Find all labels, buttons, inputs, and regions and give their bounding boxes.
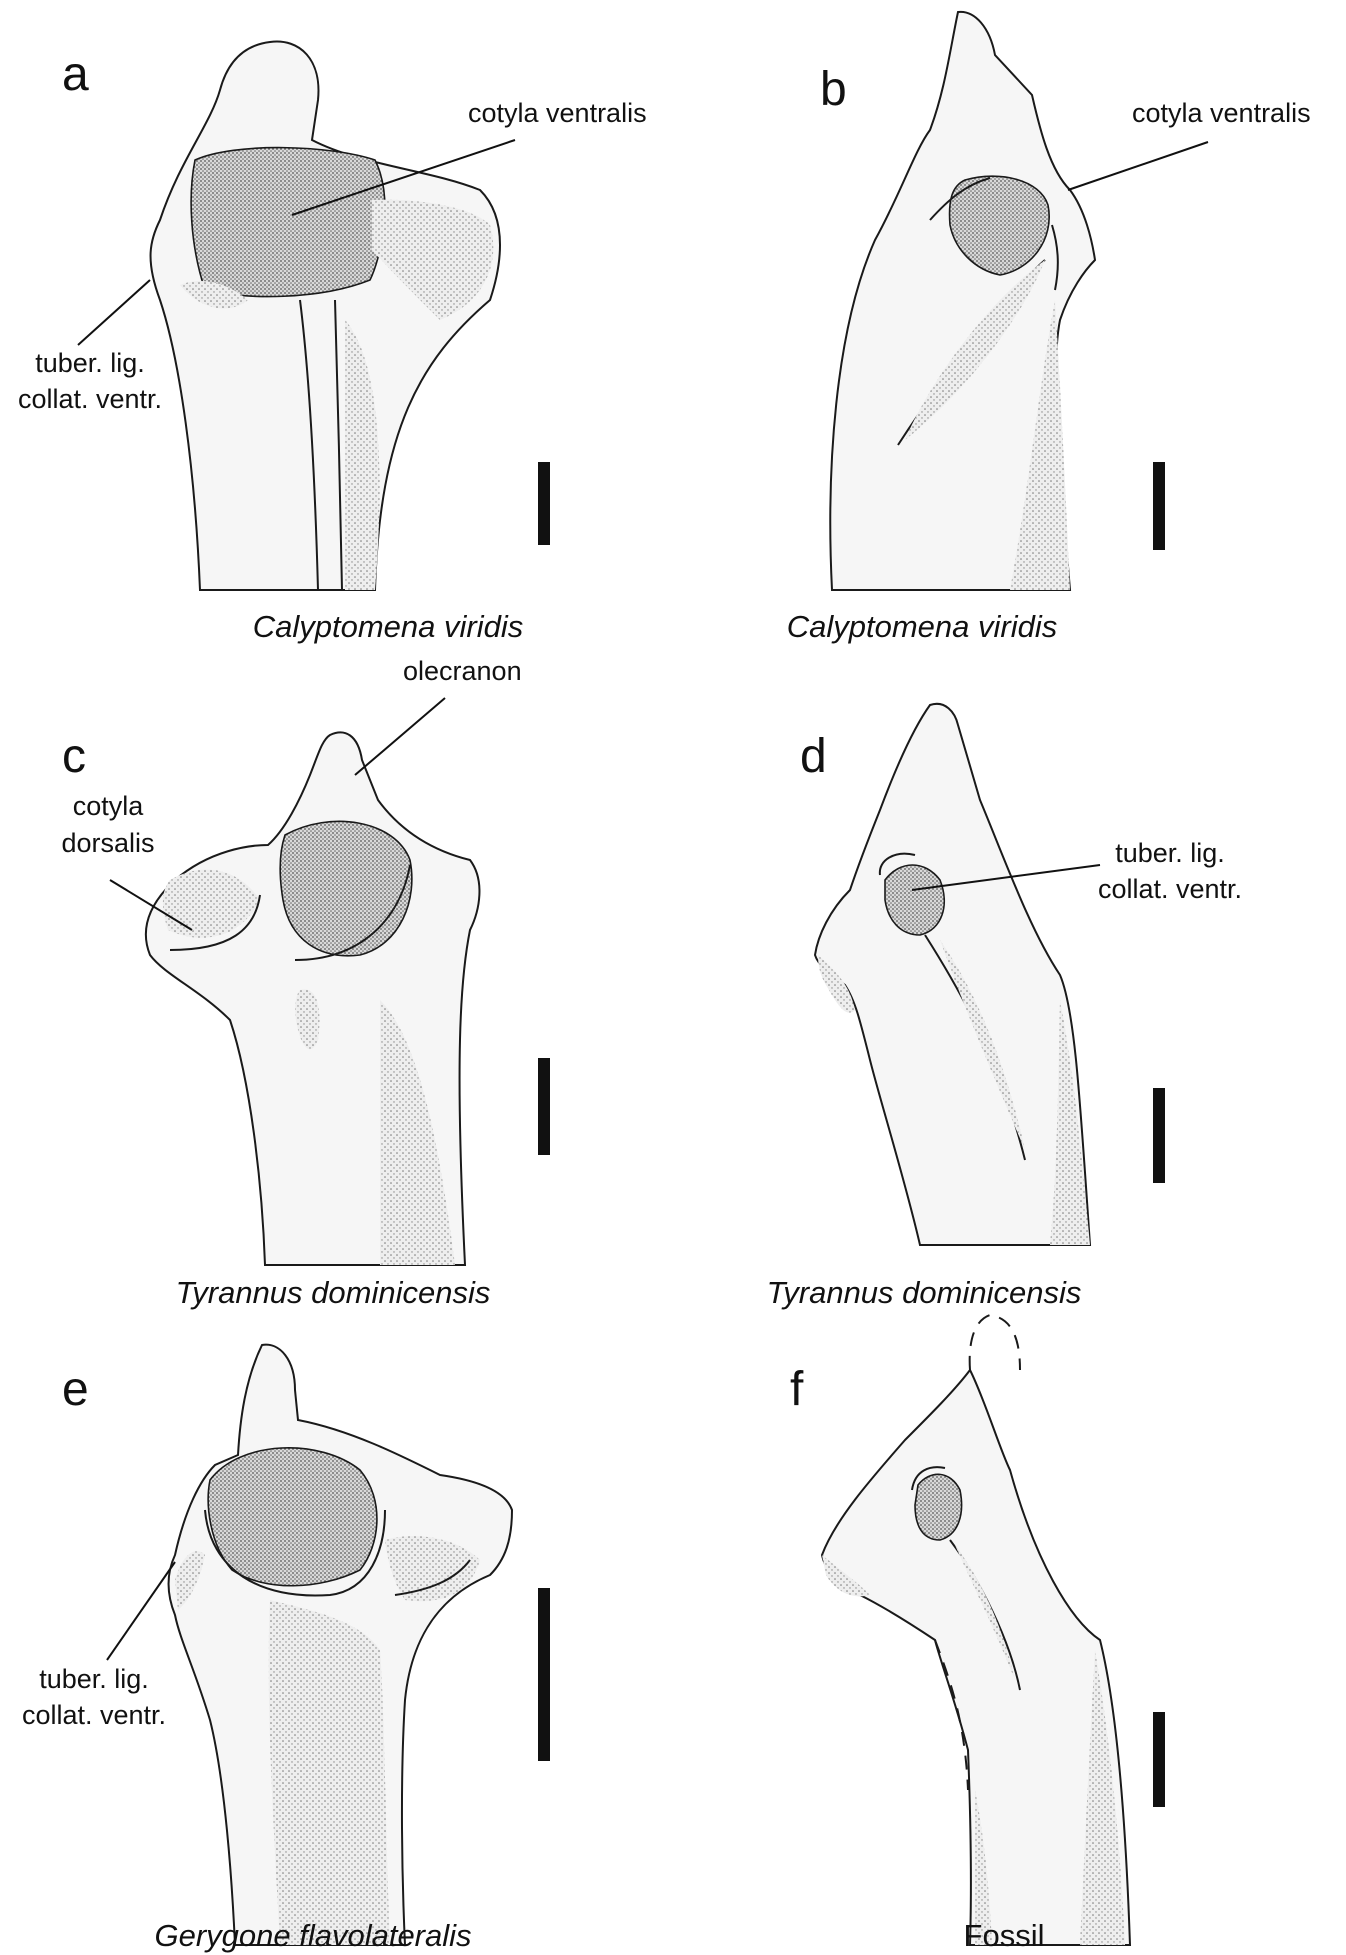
panel-a-scale-bar [538,462,550,545]
panel-d-leader-tuber [911,864,1101,891]
panel-d: d tuber. lig. collat. ventr. Tyrannus do… [767,702,1242,1310]
panel-c-label-cotyla-line1: cotyla [73,791,145,821]
panel-a-label-tuber-line2: collat. ventr. [18,384,162,414]
panel-f-caption: Fossil [964,1918,1045,1953]
panel-d-scale-bar [1153,1088,1165,1183]
panel-c-scale-bar [538,1058,550,1155]
panel-e-label-tuber-line1: tuber. lig. [39,1664,149,1694]
panel-d-label-tuber-line1: tuber. lig. [1115,838,1225,868]
panel-d-species-name: Tyrannus dominicensis [767,1275,1082,1310]
panel-b-bone-drawing [829,10,1097,591]
panel-b-leader-cotyla [1067,141,1209,191]
panel-d-letter: d [800,730,827,783]
panel-a: a cotyla ventralis tuber. lig. collat. v… [18,40,647,644]
panel-c-label-cotyla-line2: dorsalis [61,828,154,858]
panel-c-species-name: Tyrannus dominicensis [176,1275,491,1310]
panel-a-bone-drawing [149,40,501,591]
panel-e-leader-tuber [106,1561,176,1661]
panel-c-leader-cotyla-dorsalis [109,879,193,931]
panel-f-letter: f [790,1363,804,1416]
panel-a-leader-cotyla [291,139,516,216]
panel-c-leader-olecranon [354,697,446,776]
panel-c-label-olecranon: olecranon [403,656,522,686]
panel-c-bone-drawing [144,731,481,1266]
panel-b: b cotyla ventralis Calyptomena viridis [787,10,1311,644]
panel-e-species-name: Gerygone flavolateralis [154,1918,471,1953]
panel-e: e tuber. lig. collat. ventr. Gerygone fl… [22,1343,550,1953]
panel-e-letter: e [62,1363,89,1416]
panel-a-label-cotyla-ventralis: cotyla ventralis [468,98,647,128]
panel-e-bone-drawing [167,1343,514,1946]
panel-f-scale-bar [1153,1712,1165,1807]
panel-a-letter: a [62,48,89,101]
panel-f-shaft-reconstruction-outline [934,1639,969,1791]
panel-e-scale-bar [538,1588,550,1761]
panel-c-letter: c [62,730,86,783]
panel-b-label-cotyla-ventralis: cotyla ventralis [1132,98,1311,128]
panel-b-letter: b [820,63,847,116]
panel-a-leader-tuber [77,279,151,346]
panel-d-bone-drawing [813,702,1092,1246]
panel-b-species-name: Calyptomena viridis [787,609,1058,644]
panel-b-scale-bar [1153,462,1165,550]
panel-f-olecranon-reconstruction-outline [968,1313,1021,1371]
panel-a-species-name: Calyptomena viridis [253,609,524,644]
panel-d-label-tuber-line2: collat. ventr. [1098,874,1242,904]
panel-f-bone-drawing [820,1368,1132,1946]
panel-e-label-tuber-line2: collat. ventr. [22,1700,166,1730]
panel-f: f Fossil [790,1313,1165,1953]
panel-c: c olecranon cotyla dorsalis Tyrannus dom… [61,656,550,1310]
panel-a-label-tuber-line1: tuber. lig. [35,348,145,378]
